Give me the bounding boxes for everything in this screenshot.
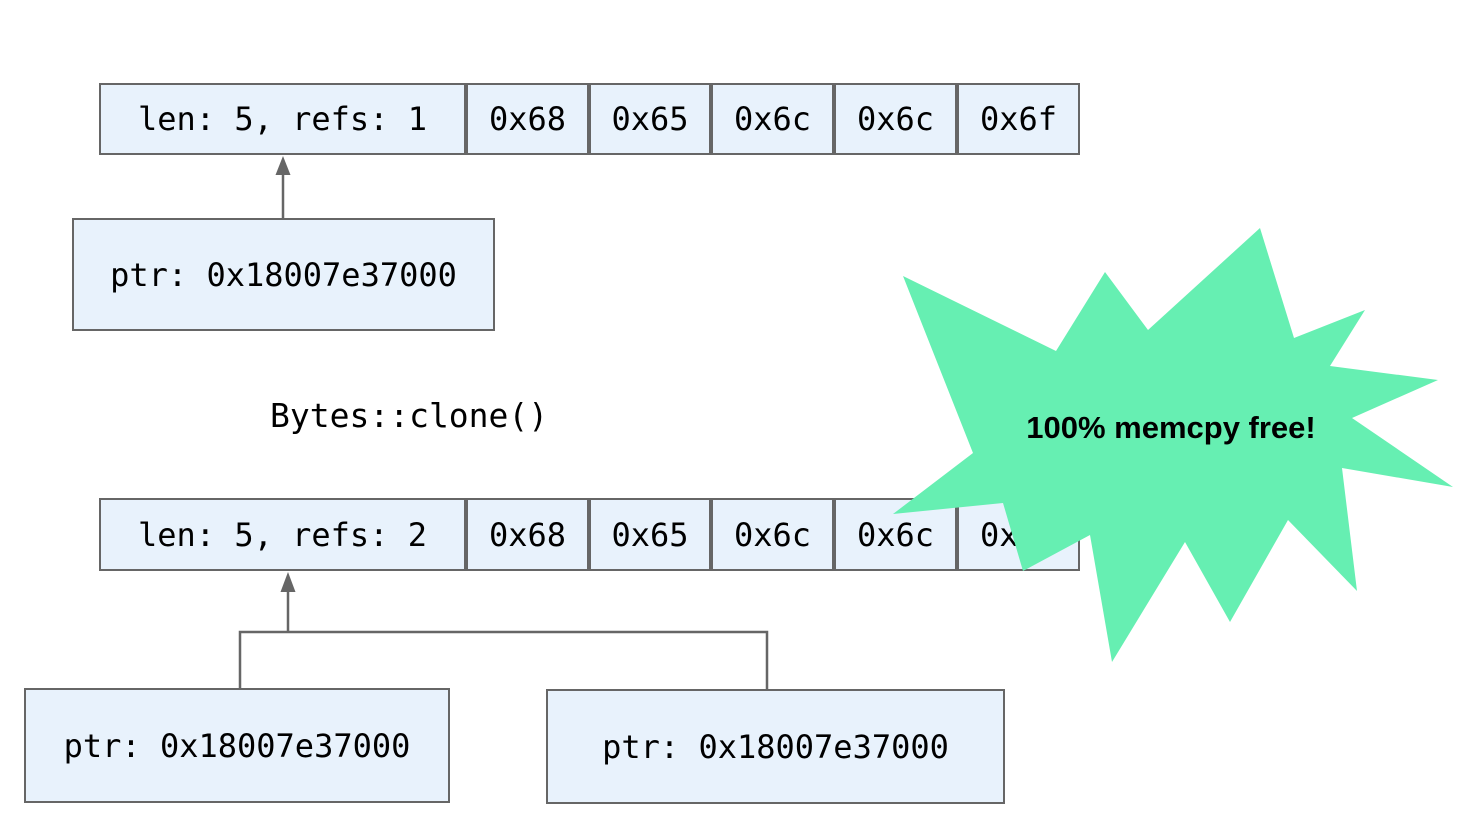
up-arrowhead-icon [275,156,291,175]
after-byte-cell: 0x65 [589,498,711,571]
before-byte-cell: 0x68 [466,83,589,155]
before-header-cell: len: 5, refs: 1 [99,83,466,155]
after-byte-cell: 0x68 [466,498,589,571]
after-header-cell: len: 5, refs: 2 [99,498,466,571]
before-byte-cell: 0x6f [957,83,1080,155]
after-ptr-box-right: ptr: 0x18007e37000 [546,689,1005,804]
before-byte-cell: 0x6c [711,83,834,155]
before-byte-cell: 0x65 [589,83,711,155]
after-byte-cell: 0x6c [711,498,834,571]
after-ptr-box-left: ptr: 0x18007e37000 [24,688,450,803]
badge-label: 100% memcpy free! [1026,410,1316,445]
before-byte-cell: 0x6c [834,83,957,155]
after-byte-cell: 0x6c [834,498,957,571]
operation-label: Bytes::clone() [270,396,549,435]
up-arrowhead-icon [280,572,296,592]
before-ptr-box: ptr: 0x18007e37000 [72,218,495,331]
after-ptr-connector-line [238,630,769,689]
after-byte-cell: 0x6f [957,498,1080,571]
